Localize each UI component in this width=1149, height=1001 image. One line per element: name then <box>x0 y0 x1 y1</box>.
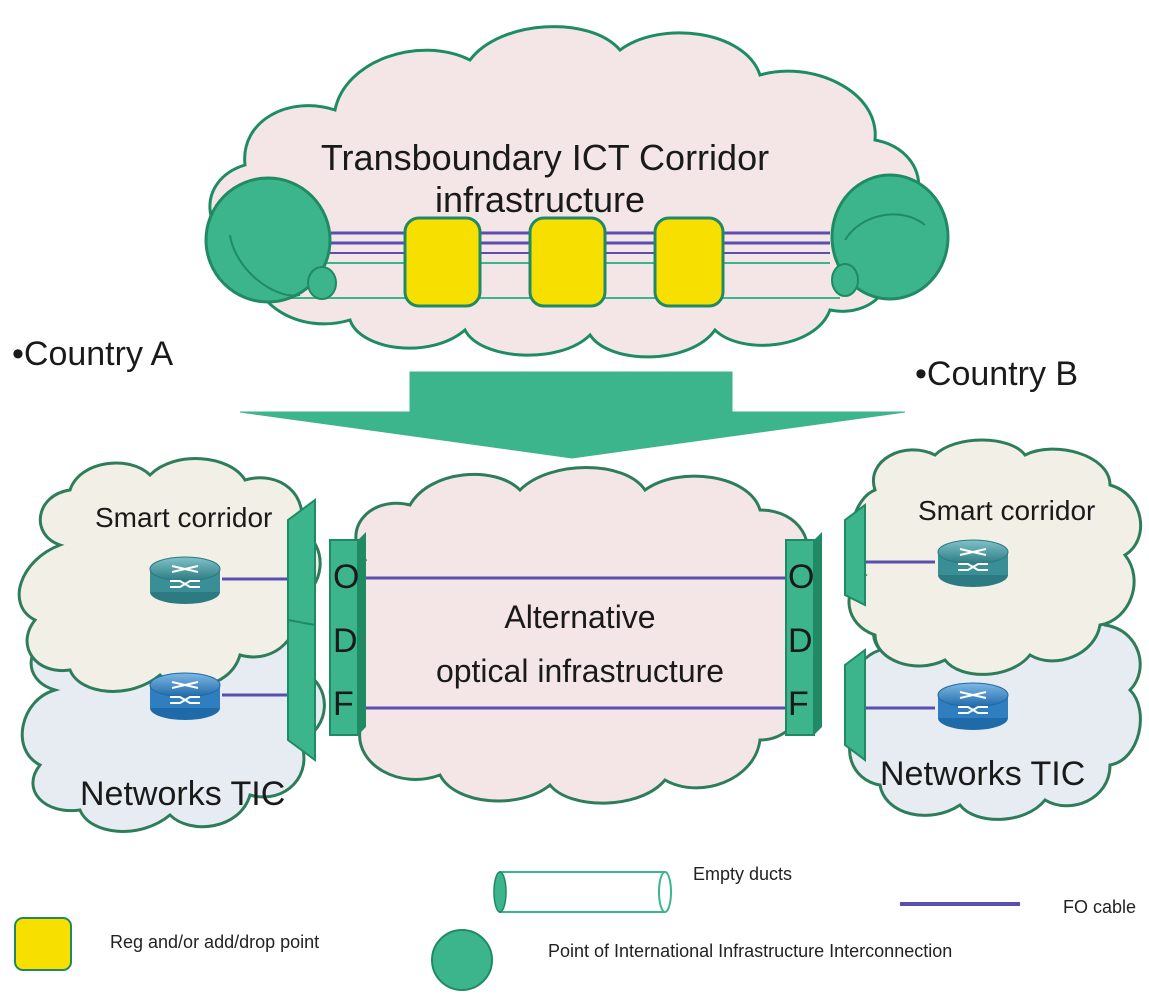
center-cloud <box>328 466 820 805</box>
patch-panel-left-divider <box>287 619 316 626</box>
legend-interconnection-label: Point of International Infrastructure In… <box>548 941 952 961</box>
router-icon <box>149 672 221 720</box>
top-cloud-title-line1: Transboundary ICT Corridor <box>321 137 769 178</box>
right-smart-corridor-label: Smart corridor <box>918 495 1095 526</box>
odf-right-letter-o: O <box>788 558 814 596</box>
center-cloud-shape <box>328 466 820 805</box>
legend-empty-ducts-symbol <box>493 871 672 913</box>
left-smart-corridor-label: Smart corridor <box>95 502 272 533</box>
odf-right: O D F <box>785 532 822 736</box>
down-arrow <box>239 371 906 459</box>
center-label-line1: Alternative <box>504 599 655 635</box>
top-cloud: Transboundary ICT Corridor infrastructur… <box>204 25 950 359</box>
top-cloud-shape <box>208 25 921 359</box>
odf-left: O D F <box>329 532 366 736</box>
patch-panel-right-bottom <box>844 648 866 762</box>
legend-reg-point-label: Reg and/or add/drop point <box>110 932 319 952</box>
interconnection-point-left <box>204 176 337 304</box>
left-networks-label: Networks TIC <box>80 775 285 813</box>
legend: Empty ducts FO cable Reg and/or add/drop… <box>14 864 1136 991</box>
odf-right-letter-d: D <box>788 622 813 660</box>
reg-add-drop-point-1 <box>403 216 482 308</box>
reg-add-drop-point-3 <box>653 216 725 308</box>
patch-panel-right-top <box>844 503 866 607</box>
legend-empty-ducts-label: Empty ducts <box>693 864 792 884</box>
patch-panel-left <box>287 498 316 762</box>
router-icon <box>937 539 1009 587</box>
odf-left-letter-f: F <box>333 685 354 723</box>
router-icon <box>937 682 1009 730</box>
center-label-line2: optical infrastructure <box>436 653 724 689</box>
legend-interconnection-symbol <box>431 929 493 991</box>
top-cloud-title-line2: infrastructure <box>435 179 645 220</box>
odf-left-letter-o: O <box>333 558 359 596</box>
interconnection-point-right <box>830 173 950 301</box>
legend-reg-point-symbol <box>14 917 72 971</box>
country-a-label: •Country A <box>12 335 174 373</box>
odf-left-letter-d: D <box>333 622 358 660</box>
right-networks-label: Networks TIC <box>880 755 1085 793</box>
reg-add-drop-point-2 <box>528 216 607 308</box>
legend-fo-cable-label: FO cable <box>1063 897 1136 917</box>
odf-right-letter-f: F <box>788 685 809 723</box>
country-b-label: •Country B <box>915 355 1078 393</box>
router-icon <box>149 556 221 604</box>
